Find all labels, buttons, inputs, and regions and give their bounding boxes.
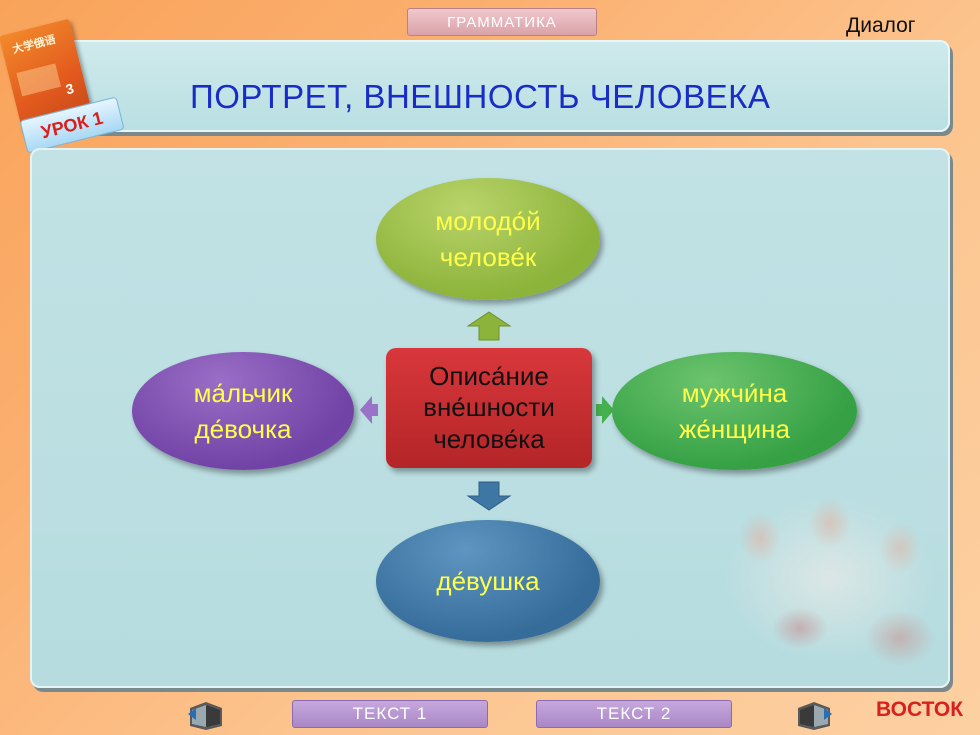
oval-boy-girl: ма́льчик де́вочка [132,352,354,470]
back-book-icon[interactable] [186,698,226,732]
oval-young-person: молодо́й челове́к [376,178,600,300]
oval-text: челове́к [439,242,537,272]
center-concept-box: Описа́ние вне́шности челове́ка [386,348,592,468]
oval-text: де́вочка [194,414,292,444]
oval-text: же́нщина [679,414,790,444]
book-volume: 3 [63,79,76,98]
oval-young-woman: де́вушка [376,520,600,642]
center-text: челове́ка [433,423,545,454]
forward-book-icon[interactable] [794,698,834,732]
oval-text: молодо́й [435,205,541,236]
center-text: вне́шности [423,392,555,423]
oval-text: мужчи́на [681,377,788,408]
header-panel [30,40,950,132]
arrow-up-icon [466,311,512,341]
arrow-left-icon [360,396,378,424]
arrow-right-icon [596,396,614,424]
page-title: ПОРТРЕТ, ВНЕШНОСТЬ ЧЕЛОВЕКА [190,78,771,115]
text-1-button[interactable]: ТЕКСТ 1 [292,700,488,728]
text-2-button[interactable]: ТЕКСТ 2 [536,700,732,728]
brand-logo: ВОСТОК [876,698,964,721]
oval-text: де́вушка [436,565,540,596]
book-title: 大学俄语 [11,33,57,57]
folk-costume-photo [700,468,950,678]
grammar-tab[interactable]: ГРАММАТИКА [407,8,597,36]
arrow-down-icon [466,481,512,511]
center-text: Описа́ние [429,361,549,392]
oval-text: ма́льчик [193,377,293,408]
oval-man-woman: мужчи́на же́нщина [612,352,857,470]
dialog-link[interactable]: Диалог [846,14,916,37]
